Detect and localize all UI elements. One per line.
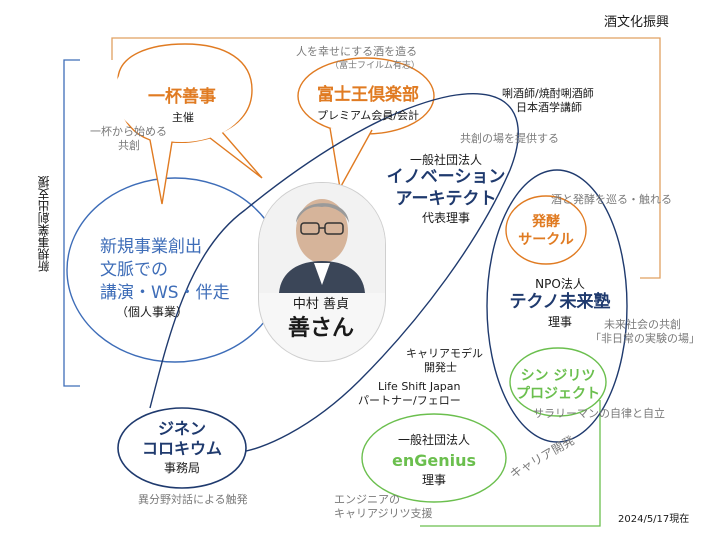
sake-teacher-label: 日本酒学講師	[516, 101, 582, 114]
ippai-name: 一杯善事	[148, 87, 216, 107]
engineer-label: エンジニアの	[334, 493, 400, 506]
career-bracket	[420, 400, 601, 527]
career-model-label: キャリアモデル	[406, 347, 483, 360]
fuji-role: プレミアム会員/会計	[317, 109, 419, 122]
innovation-name-1: イノベーション	[386, 167, 506, 187]
salaryman-label: サラリーマンの自律と自立	[533, 407, 665, 420]
career-agility-label: キャリアジリツ支援	[334, 507, 433, 520]
mirai-label: 未来社会の共創	[604, 318, 681, 331]
business-line-3: 講演・WS・伴走	[100, 283, 230, 303]
brewer-label: 唎酒師/焼酎唎酒師	[502, 87, 594, 100]
engenius-name: enGenius	[391, 451, 476, 470]
kyoso-place-label: 共創の場を提供する	[460, 132, 559, 145]
happiness-label: 人を幸せにする酒を造る	[296, 45, 418, 58]
life-shift-label: Life Shift Japan	[378, 380, 461, 393]
kyoso-label: 共創	[118, 139, 140, 152]
innovation-role: 代表理事	[421, 211, 470, 225]
innovation-name-2: アーキテクト	[395, 189, 497, 209]
partner-label: パートナー/フェロー	[358, 394, 461, 407]
jinen-ellipse	[117, 407, 247, 489]
jinen-role: 事務局	[163, 461, 200, 475]
innovation-curve	[149, 93, 519, 453]
business-line-4: （個人事業）	[116, 305, 189, 319]
hakko-name-1: 発酵	[532, 214, 560, 230]
from-one-cup-label: 一杯から始める	[90, 125, 167, 138]
person-nickname: 善さん	[287, 316, 354, 341]
hakko-name-2: サークル	[518, 232, 574, 248]
person-photo	[258, 182, 386, 362]
developer-label: 開発士	[424, 361, 457, 374]
business-line-1: 新規事業創出	[100, 237, 202, 257]
new-business-label: 新規事業創出支援	[37, 176, 51, 272]
business-line-2: 文脈での	[100, 260, 168, 280]
ippai-role: 主催	[172, 111, 194, 124]
techno-name: テクノ未来塾	[509, 292, 611, 312]
engenius-role: 理事	[421, 473, 446, 487]
hakko-ellipse	[505, 195, 587, 265]
sake-fermentation-label: 酒と発酵を巡る・触れる	[551, 193, 672, 206]
culture-label: 酒文化振興	[604, 15, 670, 30]
fuji-film-label: （富士フイルム有志）	[330, 61, 420, 71]
jinen-name-1: ジネン	[157, 419, 206, 438]
business-bracket	[63, 59, 80, 387]
culture-bracket	[111, 37, 661, 279]
techno-role: 理事	[547, 315, 572, 329]
fuji-name: 富士王倶楽部	[317, 85, 419, 105]
person-name: 中村 善貞	[292, 297, 350, 312]
techno-org: NPO法人	[535, 277, 585, 291]
engenius-org: 一般社団法人	[397, 433, 470, 447]
jinen-name-2: コロキウム	[141, 439, 222, 458]
shin-name-2: プロジェクト	[516, 386, 600, 402]
techno-ellipse	[486, 169, 628, 443]
person-portrait	[259, 183, 385, 293]
shin-name-1: シン ジリツ	[520, 368, 596, 384]
date-label: 2024/5/17現在	[618, 514, 690, 525]
shin-ellipse	[509, 347, 607, 417]
hinichijo-label: 「非日常の実験の場」	[590, 332, 700, 345]
ibunya-label: 異分野対話による触発	[138, 493, 248, 506]
innovation-org: 一般社団法人	[409, 153, 482, 167]
engenius-ellipse	[361, 413, 507, 503]
